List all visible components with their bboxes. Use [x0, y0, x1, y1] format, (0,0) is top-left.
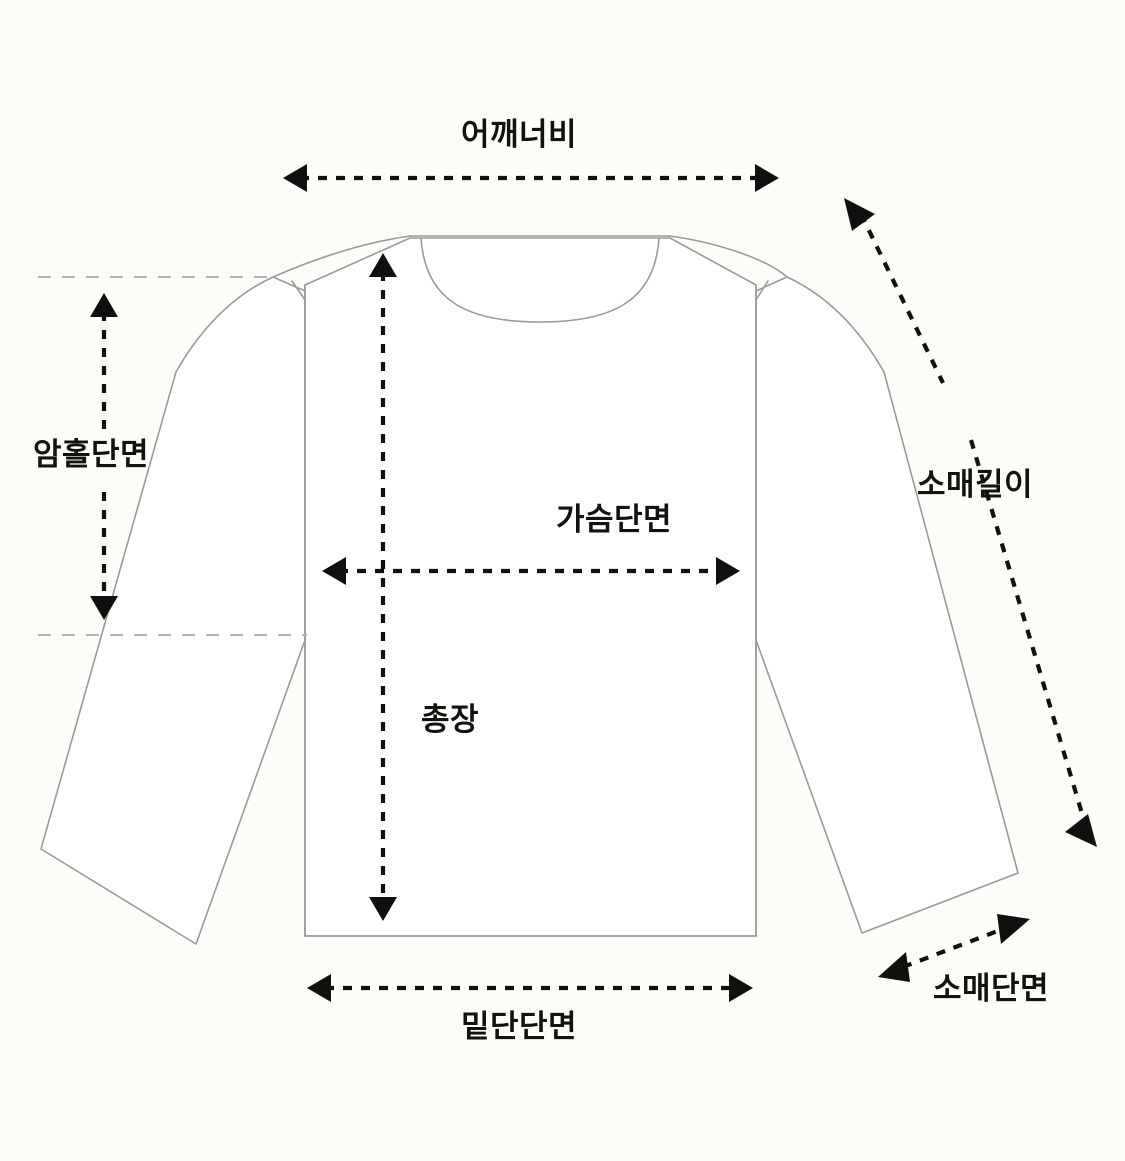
total-length-dimension-arrow	[369, 253, 397, 921]
chest-arrowhead-left	[322, 557, 346, 585]
sleeve-length-dimension-line-lower	[968, 439, 1089, 828]
bottom-hem-arrowhead-left	[307, 974, 331, 1002]
body-shape	[304, 237, 757, 937]
armhole-guide-lines	[38, 276, 307, 636]
total-length-arrowhead-bottom	[369, 897, 397, 921]
armhole-dimension-arrow	[90, 293, 118, 620]
sleeve-opening-label: 소매단면	[933, 971, 1050, 1007]
shoulder-arrowhead-left	[283, 164, 307, 192]
chest-arrowhead-right	[716, 557, 740, 585]
right-armhole-seam	[755, 280, 769, 301]
sleeve-opening-arrowhead-left	[878, 952, 910, 982]
armhole-arrowhead-top	[90, 293, 118, 317]
garment-illustration	[40, 235, 1019, 945]
sleeve-length-dimension-line-upper	[859, 213, 945, 384]
sleeve-opening-dimension-line	[902, 927, 1004, 969]
bottom-hem-dimension-arrow	[307, 974, 753, 1002]
bottom-hem-label: 밑단단면	[461, 1009, 578, 1045]
left-armhole-seam	[291, 280, 306, 301]
left-sleeve-shape	[40, 276, 306, 945]
total-length-arrowhead-top	[369, 253, 397, 277]
shoulder-dimension-arrow	[283, 164, 779, 192]
armhole-arrowhead-bottom	[90, 596, 118, 620]
sleeve-opening-arrowhead-right	[997, 914, 1030, 944]
chest-dimension-arrow	[322, 557, 740, 585]
left-shoulder-slope	[272, 235, 411, 278]
right-sleeve-shape	[755, 276, 1019, 934]
sleeve-length-label: 소매길이	[917, 467, 1034, 503]
armhole-label: 암홀단면	[33, 437, 150, 473]
total-length-label: 총장	[421, 702, 480, 738]
shoulder-width-label: 어깨너비	[461, 117, 578, 153]
neckline	[420, 237, 660, 323]
bottom-hem-arrowhead-right	[729, 974, 753, 1002]
sleeve-opening-dimension-arrow	[878, 914, 1030, 982]
sleeve-length-dimension-arrow	[844, 198, 1097, 847]
sleeve-length-arrowhead-top	[844, 198, 875, 231]
shoulder-arrowhead-right	[755, 164, 779, 192]
sleeve-length-arrowhead-bottom	[1065, 814, 1097, 847]
chest-label: 가슴단면	[556, 502, 673, 538]
right-shoulder-slope	[669, 235, 788, 278]
